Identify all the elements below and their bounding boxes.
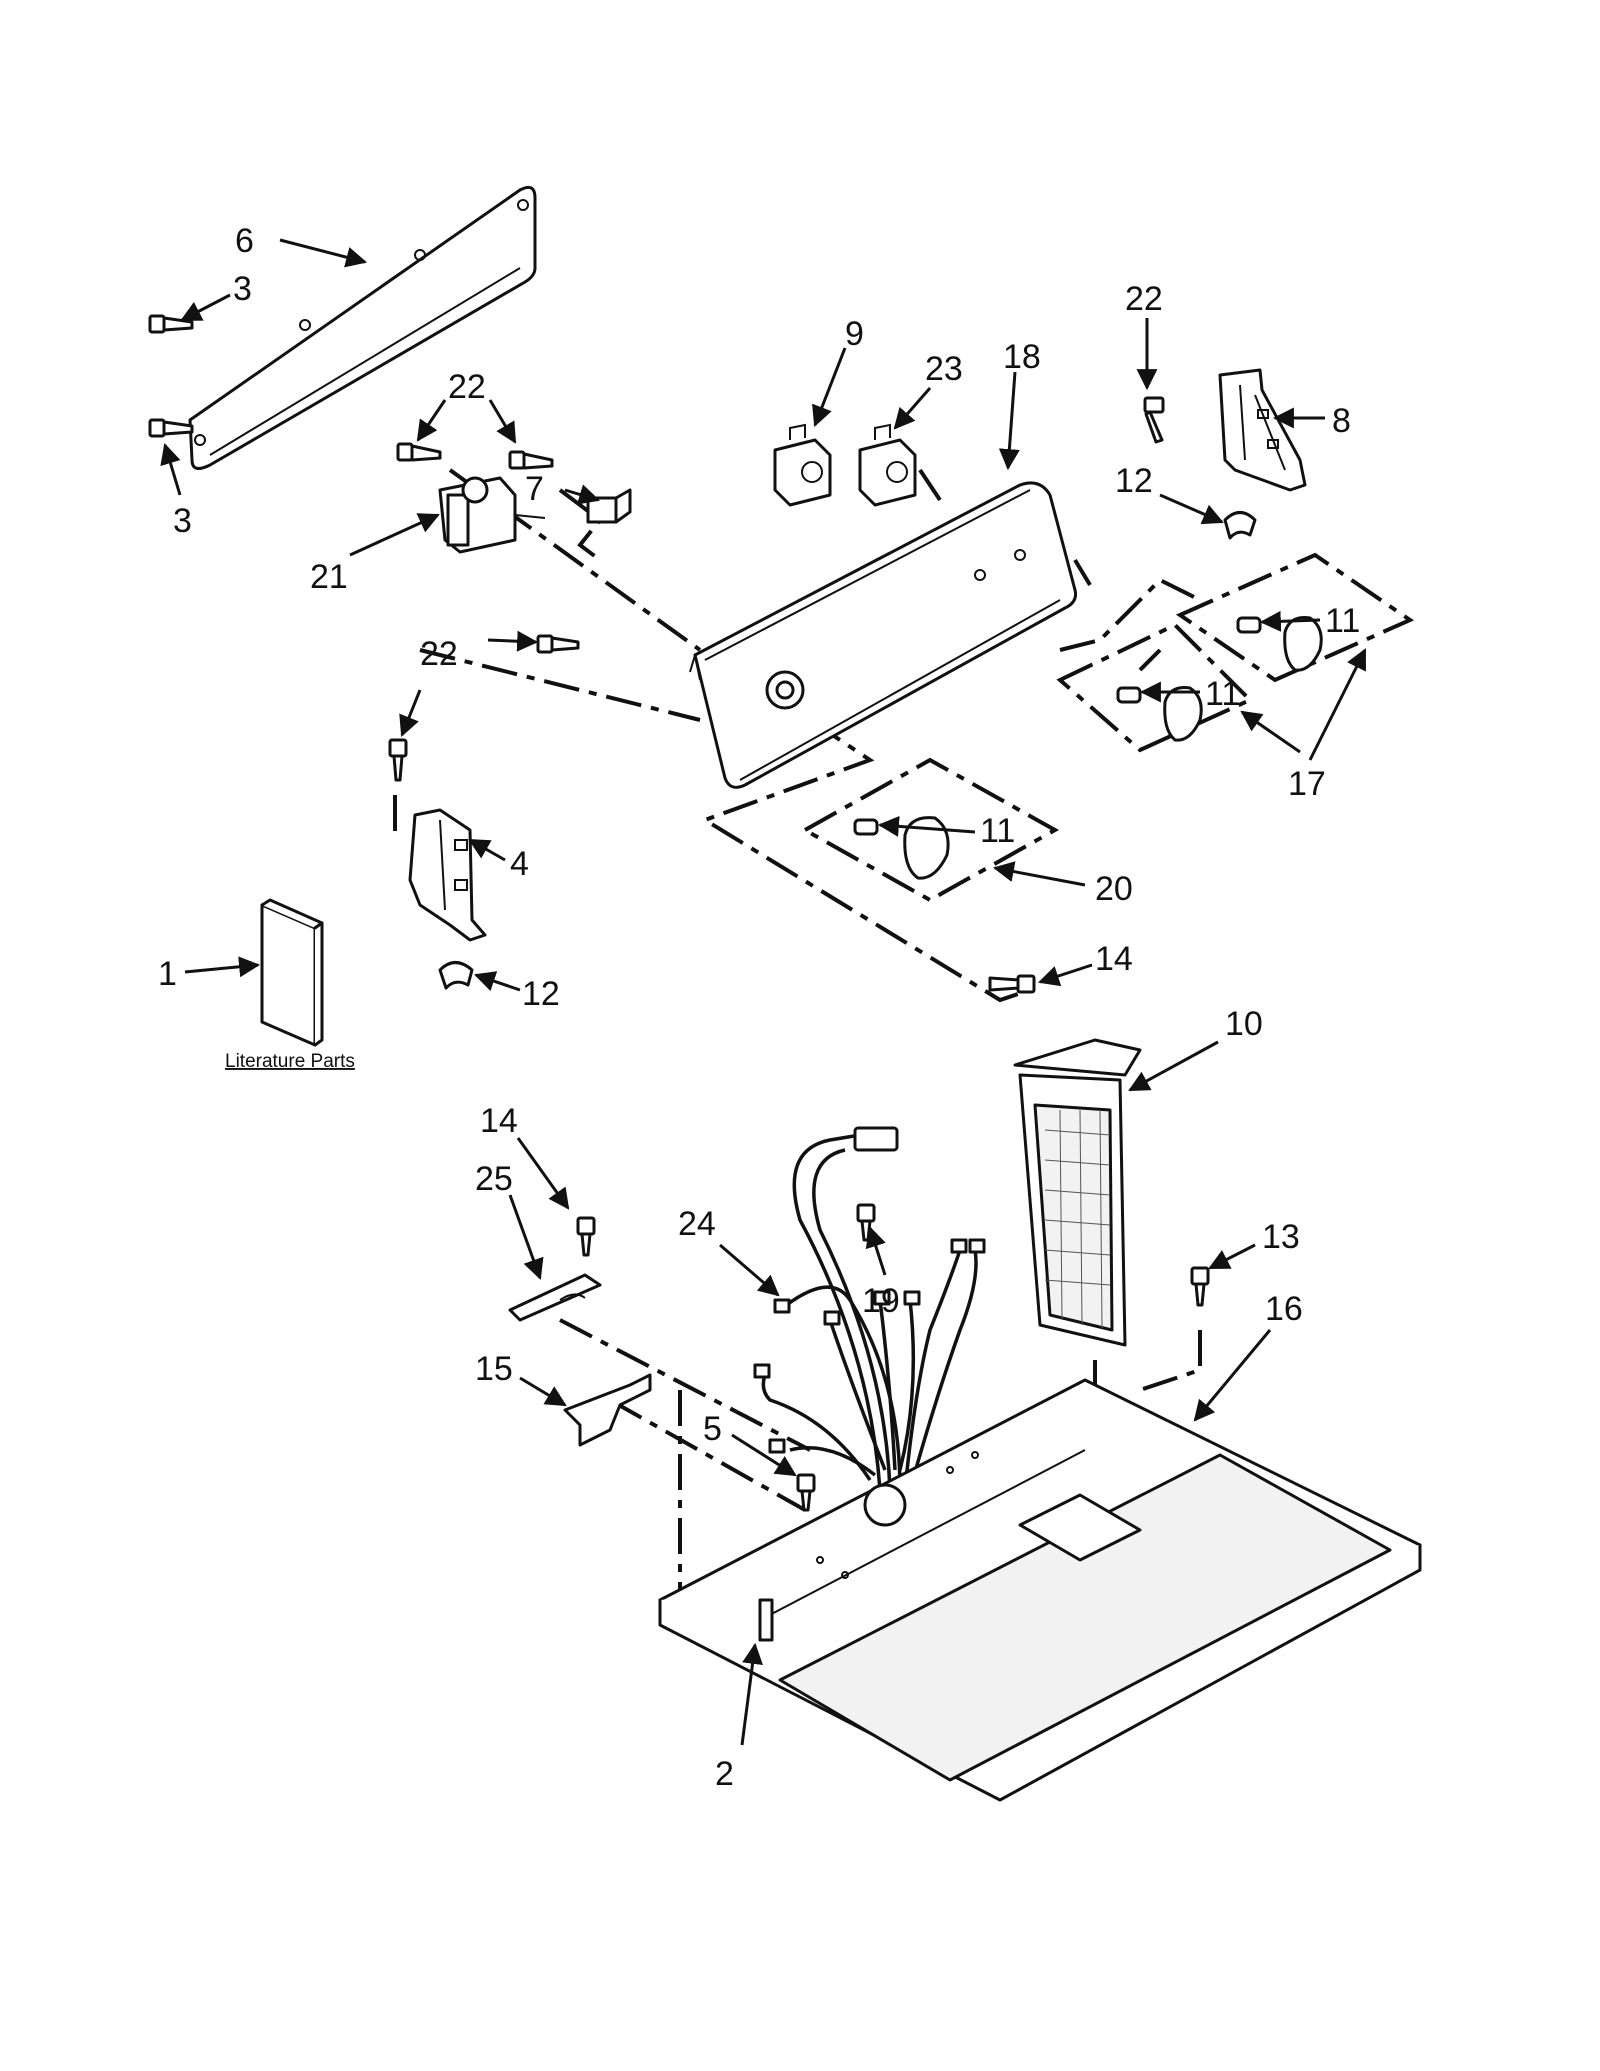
callout-9: 9 — [845, 315, 864, 353]
callout-labels: 6 3 3 22 7 21 9 23 18 22 8 12 11 11 17 2… — [158, 222, 1360, 1793]
callout-18: 18 — [1003, 338, 1041, 376]
screw-22-left — [396, 442, 442, 462]
switch-23-part — [858, 423, 917, 507]
callout-6: 6 — [235, 222, 254, 260]
callout-11-upper: 11 — [1325, 602, 1360, 640]
callout-4: 4 — [510, 845, 529, 883]
literature-part — [260, 898, 324, 1047]
lint-mesh — [1044, 1109, 1111, 1329]
callout-17: 17 — [1288, 765, 1326, 803]
end-cap-4-part — [408, 808, 487, 942]
callout-12-upper: 12 — [1115, 462, 1153, 500]
callout-3-lower: 3 — [173, 502, 192, 540]
lint-screen-10-part — [1013, 1038, 1142, 1347]
callout-14-lower: 14 — [480, 1102, 518, 1140]
callout-10: 10 — [1225, 1005, 1263, 1043]
screw-3-lower — [148, 418, 194, 438]
callout-19: 19 — [862, 1282, 900, 1320]
callout-15: 15 — [475, 1350, 513, 1388]
callout-7: 7 — [525, 470, 544, 508]
control-console-part — [689, 481, 1077, 789]
wire-harness-24-part — [753, 1126, 986, 1491]
callout-3-upper: 3 — [233, 270, 252, 308]
callout-24: 24 — [678, 1205, 716, 1243]
callout-13: 13 — [1262, 1218, 1300, 1256]
screw-22-right — [508, 450, 554, 470]
timer-part — [438, 476, 546, 554]
callout-23: 23 — [925, 350, 963, 388]
callout-2: 2 — [715, 1755, 734, 1793]
callout-11-middle: 11 — [1205, 675, 1240, 713]
literature-parts-label: Literature Parts — [225, 1051, 355, 1072]
knob-group-17-upper — [1175, 552, 1415, 683]
callout-22-right: 22 — [1125, 280, 1163, 318]
knob-group-17-lower — [1056, 622, 1254, 753]
screw-14-console — [988, 974, 1036, 994]
callout-14-console: 14 — [1095, 940, 1133, 978]
switch-9-part — [773, 423, 832, 507]
screw-22-vertical — [388, 738, 408, 782]
rear-panel-part — [188, 185, 537, 471]
callout-12-lower: 12 — [522, 975, 560, 1013]
cabinet-top-16-part — [658, 1378, 1422, 1802]
switch-7-part — [586, 488, 632, 524]
clip-12-upper — [1223, 511, 1257, 540]
end-cap-bracket-8-part — [1218, 368, 1307, 492]
bracket-25-part — [508, 1273, 602, 1322]
callout-21: 21 — [310, 558, 348, 596]
knob-group-20 — [800, 757, 1060, 903]
callout-11-lower: 11 — [980, 812, 1015, 850]
callout-22-left: 22 — [420, 635, 458, 673]
callout-16: 16 — [1265, 1290, 1303, 1328]
callout-8: 8 — [1332, 402, 1351, 440]
clip-12-lower — [438, 961, 474, 990]
screw-22-left-lower — [536, 634, 580, 654]
screw-22-upper-right — [1143, 396, 1165, 444]
leader-arrows — [160, 238, 1367, 1746]
screw-5 — [796, 1473, 816, 1512]
callout-25: 25 — [475, 1160, 513, 1198]
callout-22-top: 22 — [448, 368, 486, 406]
shield-15-part — [563, 1373, 652, 1447]
callout-20: 20 — [1095, 870, 1133, 908]
callout-1: 1 — [158, 955, 177, 993]
screw-14-lower — [576, 1216, 596, 1257]
screw-13 — [1190, 1266, 1210, 1307]
callout-5: 5 — [703, 1410, 722, 1448]
